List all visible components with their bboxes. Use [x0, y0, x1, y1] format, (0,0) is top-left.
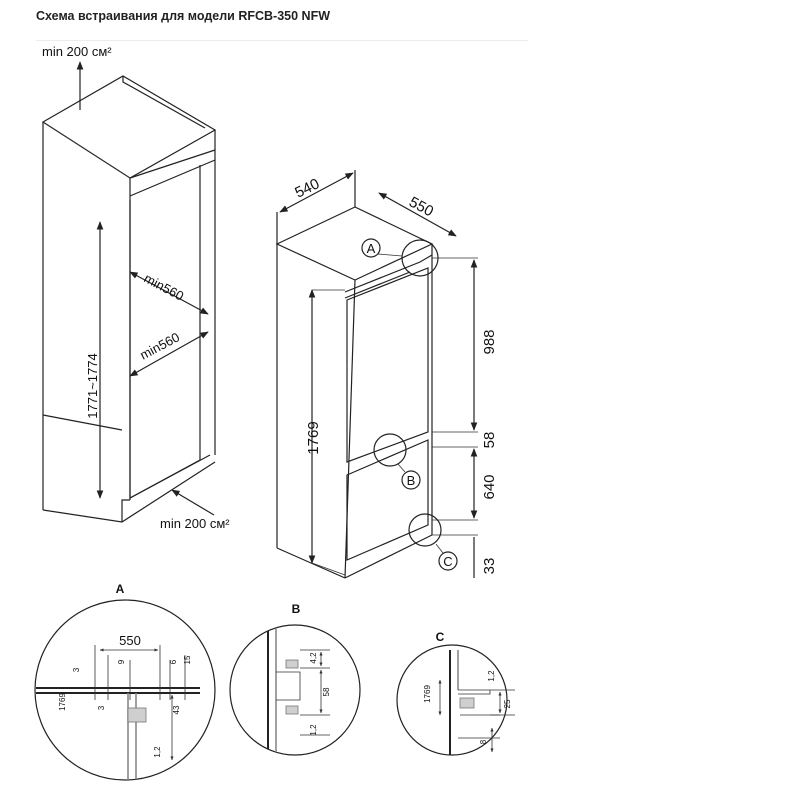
svg-text:1,2: 1,2 [153, 746, 162, 758]
svg-text:15: 15 [183, 655, 192, 664]
bottom-label: 33 [481, 558, 498, 575]
svg-text:1,2: 1,2 [487, 670, 496, 682]
vent-top-label: min 200 см² [42, 44, 112, 59]
niche-dimensions: min 200 см² 1771~1774 min560 min560 min … [42, 44, 230, 531]
svg-text:6: 6 [169, 659, 178, 664]
detail-b-title: B [292, 602, 301, 616]
callout-a: A [361, 238, 439, 277]
width-label: 540 [292, 175, 322, 201]
svg-text:A: A [367, 241, 376, 256]
svg-text:9: 9 [117, 659, 126, 664]
fridge-body [275, 206, 434, 579]
svg-text:550: 550 [119, 633, 141, 648]
detail-c: 1769 1,2 25 8 [396, 644, 515, 756]
depth-dim-line [378, 192, 457, 237]
callout-c: C [408, 513, 458, 571]
svg-text:1,2: 1,2 [309, 724, 318, 736]
niche-depth-label: min560 [137, 329, 182, 362]
detail-a: 550 3 9 6 15 1769 3 43 1,2 [34, 599, 216, 781]
gap-label: 58 [481, 432, 498, 449]
svg-text:3: 3 [72, 667, 81, 672]
svg-text:25: 25 [503, 699, 512, 708]
niche-width-line [129, 271, 209, 315]
svg-text:3: 3 [97, 705, 106, 710]
width-dim-line [279, 172, 354, 213]
detail-b: 4,2 58 1,2 [229, 624, 361, 756]
upper-door-label: 988 [481, 329, 498, 354]
niche-cabinet [41, 75, 217, 523]
vent-bottom-label: min 200 см² [160, 516, 230, 531]
diagram-title: Схема встраивания для модели RFCB-350 NF… [36, 9, 331, 23]
detail-a-title: A [116, 582, 125, 596]
callout-b: B [373, 433, 421, 490]
niche-depth-line [129, 331, 209, 377]
svg-text:1769: 1769 [423, 685, 432, 703]
svg-text:B: B [407, 473, 416, 488]
svg-text:43: 43 [172, 705, 181, 714]
svg-text:8: 8 [479, 739, 488, 744]
vent-bottom-arrow [171, 489, 215, 516]
title-divider [36, 40, 528, 41]
svg-text:1769: 1769 [58, 693, 67, 711]
depth-label: 550 [406, 194, 436, 221]
height-label: 1769 [305, 421, 322, 454]
fridge-dimensions: 540 550 1769 988 58 640 33 [276, 170, 498, 578]
lower-door-label: 640 [481, 474, 498, 499]
niche-width-label: min560 [142, 270, 187, 303]
svg-text:4,2: 4,2 [309, 652, 318, 664]
svg-text:C: C [443, 554, 452, 569]
niche-height-label: 1771~1774 [85, 353, 100, 418]
detail-c-title: C [436, 630, 445, 644]
svg-text:58: 58 [322, 687, 331, 696]
